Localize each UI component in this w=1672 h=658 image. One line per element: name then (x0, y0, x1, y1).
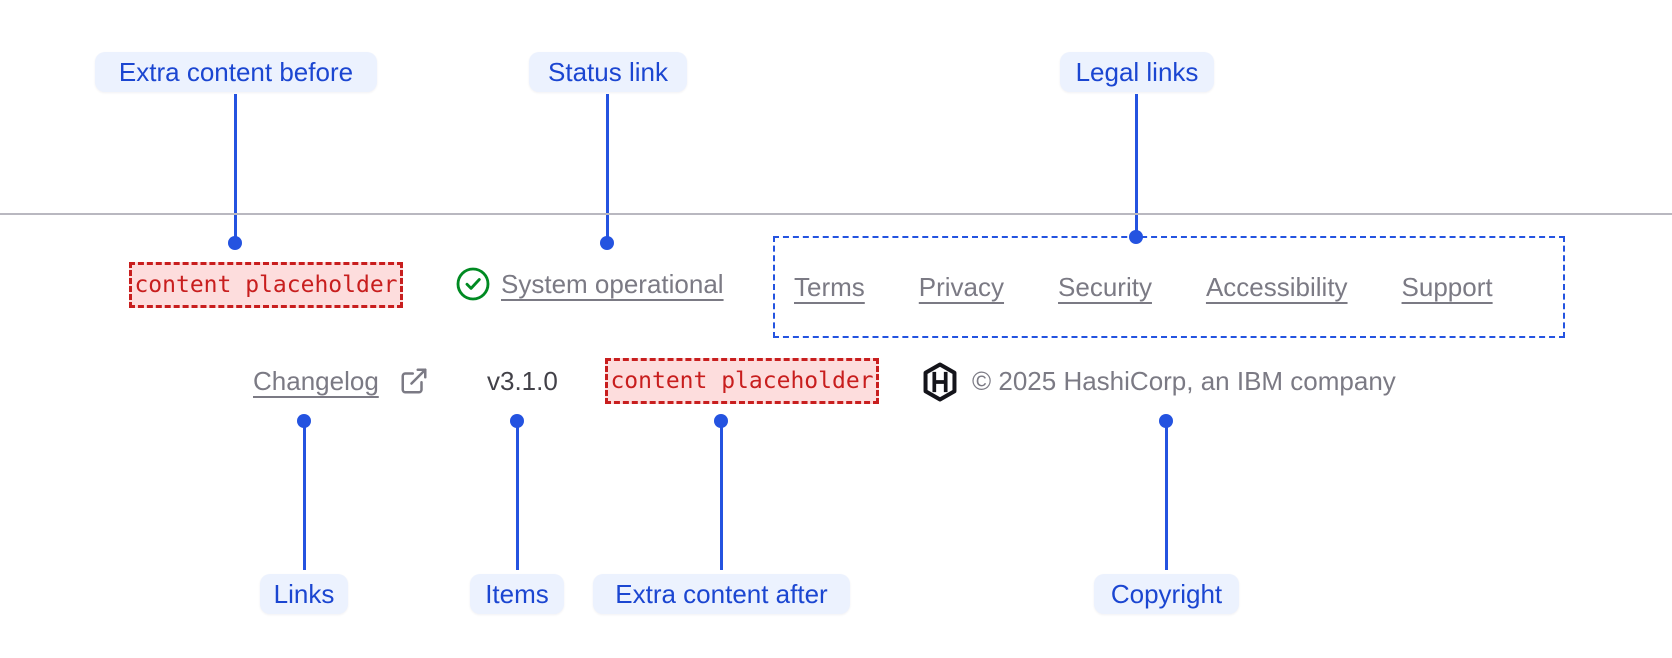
connector-line (720, 424, 723, 570)
legal-link-privacy[interactable]: Privacy (918, 271, 1005, 302)
connector-line (1165, 424, 1168, 570)
annotation-label-legal-links: Legal links (1060, 52, 1214, 92)
connector-dot (228, 236, 242, 250)
connector-line (516, 424, 519, 570)
connector-line (234, 94, 237, 239)
hashicorp-logo (921, 362, 959, 402)
connector-dot (1159, 414, 1173, 428)
legal-link-terms[interactable]: Terms (794, 271, 865, 302)
page-divider (0, 213, 1672, 215)
connector-dot (297, 414, 311, 428)
annotation-label-copyright: Copyright (1094, 574, 1239, 614)
connector-line (606, 94, 609, 239)
extra-content-before-placeholder: content placeholder (129, 262, 403, 308)
connector-dot (714, 414, 728, 428)
external-link-icon[interactable] (399, 366, 429, 396)
annotation-label-status-link: Status link (529, 52, 687, 92)
status-link-label: System operational (501, 268, 724, 299)
legal-link-accessibility[interactable]: Accessibility (1205, 271, 1348, 302)
status-link[interactable]: System operational (455, 266, 724, 302)
annotation-label-items: Items (470, 574, 564, 614)
check-circle-icon (455, 266, 491, 302)
connector-line (1135, 94, 1138, 232)
extra-content-after-placeholder: content placeholder (605, 358, 879, 404)
connector-line (303, 424, 306, 570)
connector-dot (600, 236, 614, 250)
annotation-label-extra-content-before: Extra content before (95, 52, 377, 92)
changelog-link[interactable]: Changelog (253, 366, 379, 396)
version-item: v3.1.0 (487, 366, 558, 396)
annotation-label-extra-content-after: Extra content after (593, 574, 850, 614)
legal-links-group: Terms Privacy Security Accessibility Sup… (773, 236, 1565, 338)
connector-dot (510, 414, 524, 428)
legal-link-support[interactable]: Support (1401, 271, 1493, 302)
copyright-text: © 2025 HashiCorp, an IBM company (972, 366, 1396, 396)
legal-link-security[interactable]: Security (1058, 271, 1152, 302)
annotation-label-links: Links (260, 574, 348, 614)
